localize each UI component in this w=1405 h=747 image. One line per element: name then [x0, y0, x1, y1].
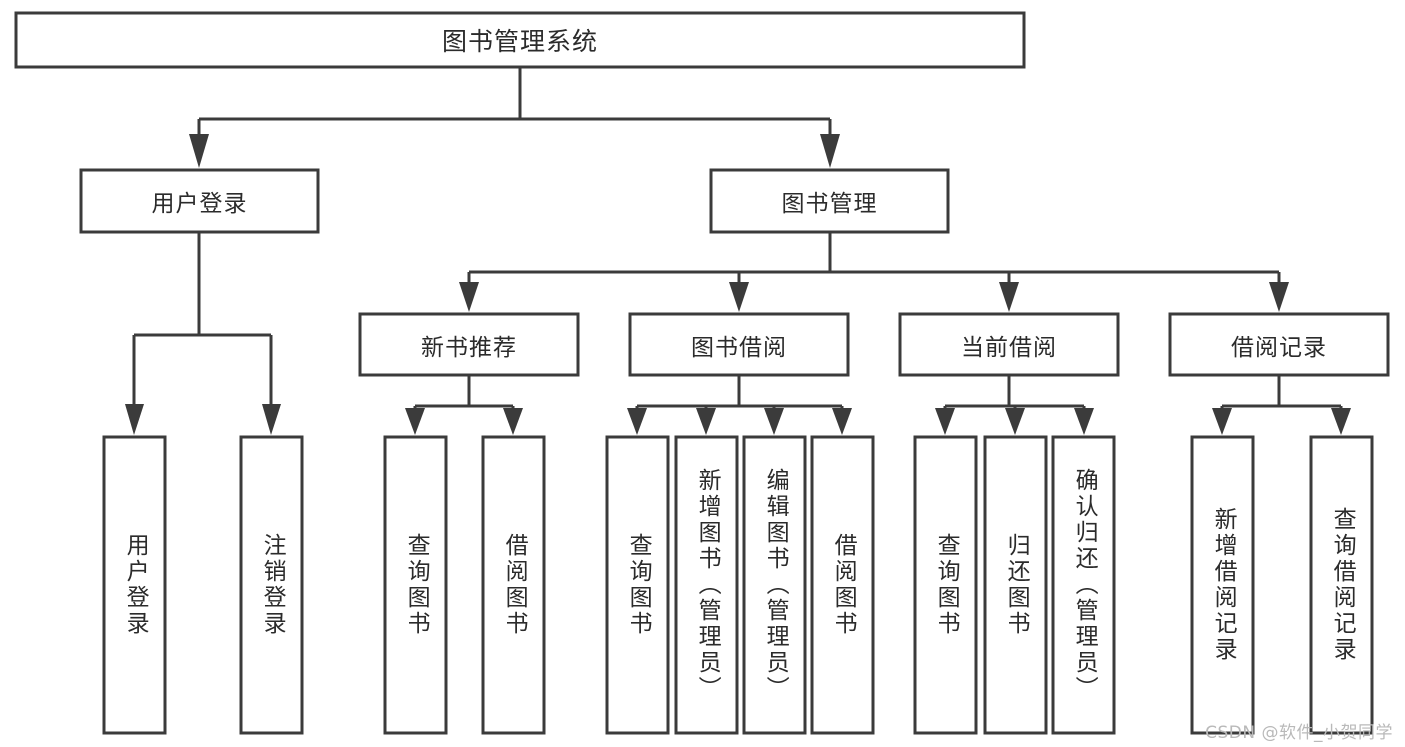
arrow-head-leaf-query-book-2	[627, 408, 647, 435]
leaf-box-borrow-book-1[interactable]	[481, 435, 546, 735]
arrow-head-leaf-borrow-book-2	[832, 408, 852, 435]
leaf-box-query-book-3[interactable]	[913, 435, 978, 735]
leaf-box-add-book[interactable]	[674, 435, 739, 735]
arrow-head-leaf-edit-book	[764, 408, 784, 435]
arrow-head-current-borrow	[999, 282, 1019, 312]
arrow-head-leaf-query-book-1	[405, 408, 425, 435]
arrow-head-leaf-user-login	[125, 404, 144, 435]
leaf-box-query-book-1[interactable]	[383, 435, 448, 735]
leaf-box-logout[interactable]	[239, 435, 304, 735]
arrow-head-book-borrow	[729, 282, 749, 312]
leaf-box-query-book-2[interactable]	[605, 435, 670, 735]
leaf-box-confirm-return[interactable]	[1051, 435, 1116, 735]
leaf-box-return-book[interactable]	[983, 435, 1048, 735]
leaf-box-add-borrow-record[interactable]	[1190, 435, 1255, 735]
arrow-head-book-manage	[820, 134, 840, 168]
node-box-user-login[interactable]	[79, 168, 320, 234]
node-box-root[interactable]	[14, 11, 1026, 69]
leaf-box-edit-book[interactable]	[742, 435, 807, 735]
arrow-head-user-login	[189, 134, 209, 168]
node-box-book-borrow[interactable]	[628, 312, 850, 377]
arrow-head-leaf-return-book	[1005, 408, 1025, 435]
node-box-book-manage[interactable]	[709, 168, 950, 234]
node-box-new-book-recommend[interactable]	[358, 312, 580, 377]
leaf-box-query-borrow-record[interactable]	[1309, 435, 1374, 735]
arrow-head-leaf-confirm-return	[1074, 408, 1094, 435]
watermark: CSDN @软件_小贺同学	[1205, 723, 1393, 743]
arrow-head-leaf-borrow-book-1	[503, 408, 523, 435]
arrow-head-leaf-logout	[262, 404, 281, 435]
arrow-head-leaf-add-borrow-record	[1212, 408, 1232, 435]
arrow-head-new-book-recommend	[459, 282, 479, 312]
node-box-borrow-record[interactable]	[1168, 312, 1390, 377]
arrow-head-leaf-add-book	[696, 408, 716, 435]
arrow-head-leaf-query-borrow-record	[1331, 408, 1351, 435]
leaf-box-borrow-book-2[interactable]	[810, 435, 875, 735]
leaf-box-user-login[interactable]	[102, 435, 167, 735]
node-box-current-borrow[interactable]	[898, 312, 1120, 377]
arrow-head-borrow-record	[1269, 282, 1289, 312]
arrow-head-leaf-query-book-3	[935, 408, 955, 435]
